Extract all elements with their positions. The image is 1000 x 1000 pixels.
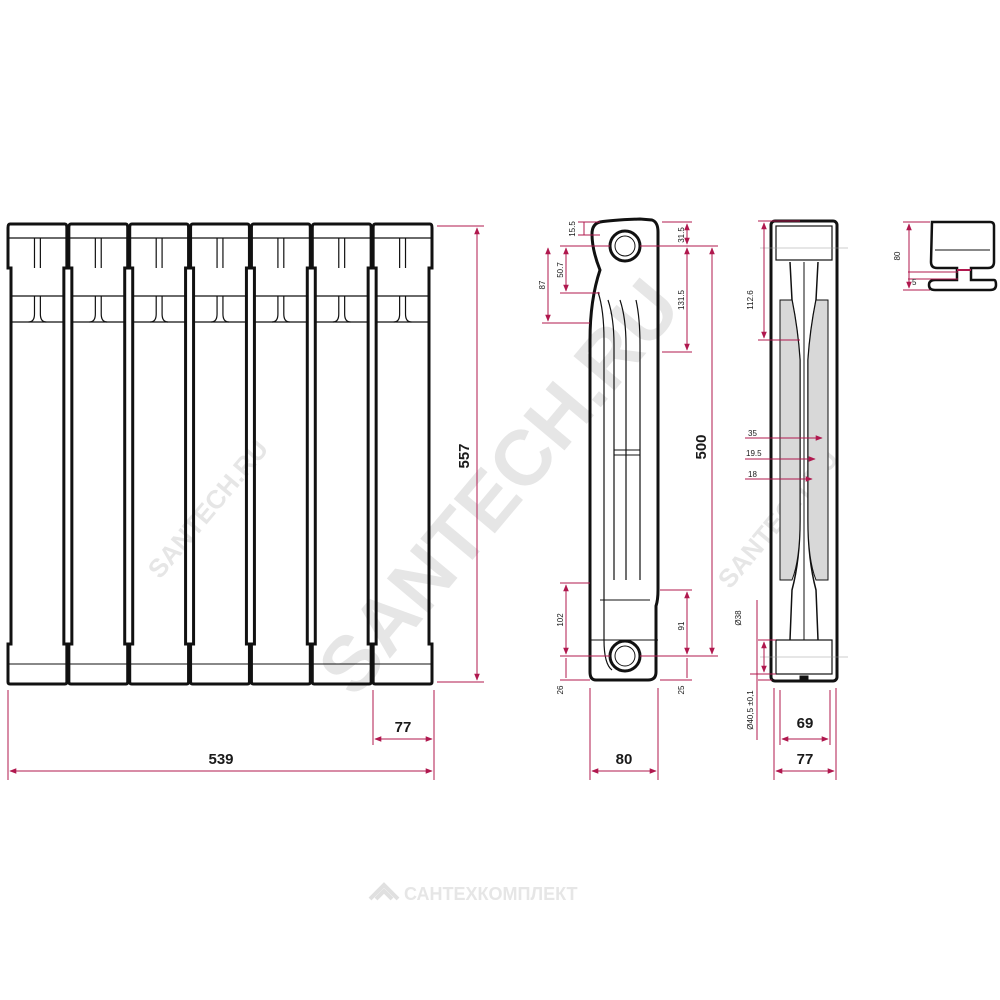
footer-brand-text: САНТЕХКОМПЛЕКТ <box>404 884 578 904</box>
dimension-26: 26 <box>556 685 565 694</box>
dimension-500: 500 <box>693 434 710 459</box>
dimension-18: 18 <box>748 470 757 479</box>
dimension-112-6: 112.6 <box>746 290 755 310</box>
front-view <box>6 222 434 686</box>
front-dimensions <box>7 225 484 780</box>
side-dimensions <box>542 221 718 780</box>
dimension-19-5: 19.5 <box>746 449 762 458</box>
dimension-height-557: 557 <box>456 443 473 468</box>
dimension-top-5: 5 <box>912 278 917 287</box>
radiator-section <box>67 222 130 686</box>
radiator-sections <box>6 222 434 686</box>
watermark-diagonal-text: SANTECH.RU <box>301 263 697 711</box>
dimension-131-5: 131.5 <box>677 289 686 310</box>
dimension-50-7: 50.7 <box>556 262 565 278</box>
top-profile-outline <box>927 220 998 292</box>
radiator-section <box>310 222 373 686</box>
lower-port-inner <box>614 645 636 667</box>
top-view <box>927 220 998 292</box>
top-dimensions <box>903 221 958 291</box>
dimension-inner-width-69: 69 <box>797 715 814 732</box>
dimension-depth-80: 80 <box>616 751 633 768</box>
dimension-diameter-38: Ø38 <box>734 610 743 626</box>
radiator-section <box>249 222 312 686</box>
dimension-outer-width-77: 77 <box>797 751 814 768</box>
upper-port-inner <box>614 235 636 257</box>
section-dimensions <box>745 220 837 780</box>
dimension-total-width-539: 539 <box>208 751 233 768</box>
radiator-section <box>371 222 434 686</box>
dimension-15-5: 15.5 <box>568 221 577 237</box>
dimension-section-width-77: 77 <box>395 719 412 736</box>
radiator-section <box>189 222 251 686</box>
footer-logo: САНТЕХКОМПЛЕКТ <box>368 882 578 904</box>
dimension-31-5: 31.5 <box>677 227 686 243</box>
side-profile-outline <box>588 217 660 682</box>
logo-icon <box>368 882 400 901</box>
dimension-diameter-40-5: Ø40,5 ±0,1 <box>746 690 755 730</box>
dimension-102: 102 <box>556 613 565 627</box>
section-outer-outline <box>769 219 839 683</box>
dimension-35: 35 <box>748 429 757 438</box>
dimension-top-80: 80 <box>893 251 902 260</box>
dimension-91: 91 <box>677 621 686 630</box>
radiator-section <box>128 222 191 686</box>
dimension-25: 25 <box>677 685 686 694</box>
radiator-section <box>6 222 69 686</box>
section-view <box>760 219 848 683</box>
dimension-87: 87 <box>538 280 547 289</box>
